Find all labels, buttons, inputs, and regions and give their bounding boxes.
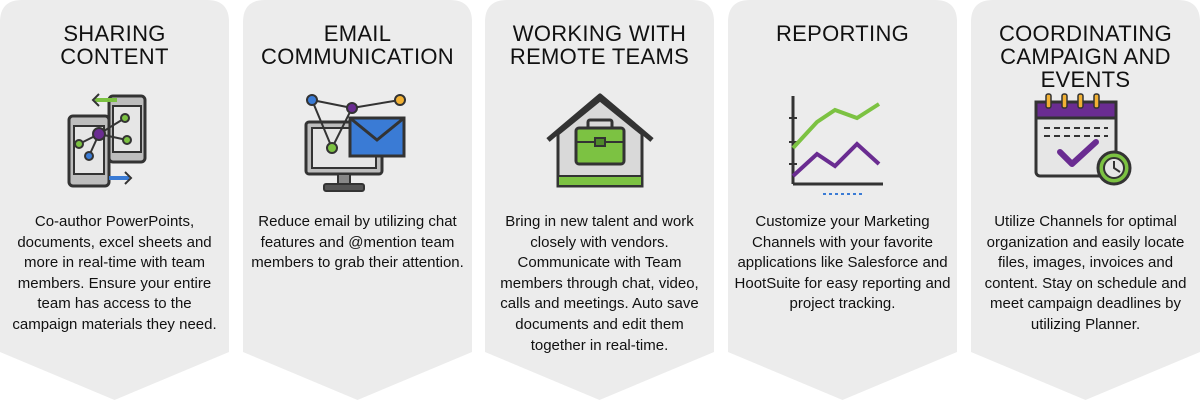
card-campaign-events: COORDINATING CAMPAIGN AND EVENTS Utilize… [971,0,1200,400]
card-description: Bring in new talent and work closely wit… [500,213,699,354]
card-reporting: REPORTING Customize your Marketing Chann… [728,0,957,400]
card-title-line: EMAIL [323,21,392,46]
card-title-line: WORKING WITH [512,21,687,46]
card-background [0,0,229,400]
card-title-line: REPORTING [775,21,910,46]
card-email-communication: EMAIL COMMUNICATION Reduce email by util… [243,0,472,400]
card-background [728,0,957,400]
card-description: Customize your Marketing Channels with y… [734,213,951,313]
card-remote-teams: WORKING WITH REMOTE TEAMS Bring in new t… [485,0,714,400]
card-description: Utilize Channels for optimal organizatio… [984,213,1187,333]
card-background [243,0,472,400]
house-briefcase-icon [546,93,654,188]
card-title-line: EVENTS [1040,67,1131,92]
calendar-check-icon [1034,93,1132,186]
card-title-line: CAMPAIGN AND [1000,44,1171,69]
card-title-line: COORDINATING [998,21,1173,46]
card-title-line: SHARING [63,21,166,46]
computer-email-icon [304,94,406,192]
card-description: Reduce email by utilizing chat features … [251,213,464,272]
card-background [971,0,1200,400]
card-title: COORDINATING CAMPAIGN AND EVENTS [971,22,1200,91]
card-title: SHARING CONTENT [0,22,229,68]
card-title: WORKING WITH REMOTE TEAMS [485,22,714,68]
card-sharing-content: SHARING CONTENT Co-author PowerPoints, d… [0,0,229,400]
phone-sharing-icon [67,93,147,188]
card-title-line: COMMUNICATION [261,44,454,69]
card-title: REPORTING [728,22,957,45]
card-background [485,0,714,400]
card-title-line: CONTENT [60,44,169,69]
line-chart-icon [789,96,883,195]
card-title: EMAIL COMMUNICATION [243,22,472,68]
card-description: Co-author PowerPoints, documents, excel … [12,213,217,333]
card-title-line: REMOTE TEAMS [509,44,690,69]
